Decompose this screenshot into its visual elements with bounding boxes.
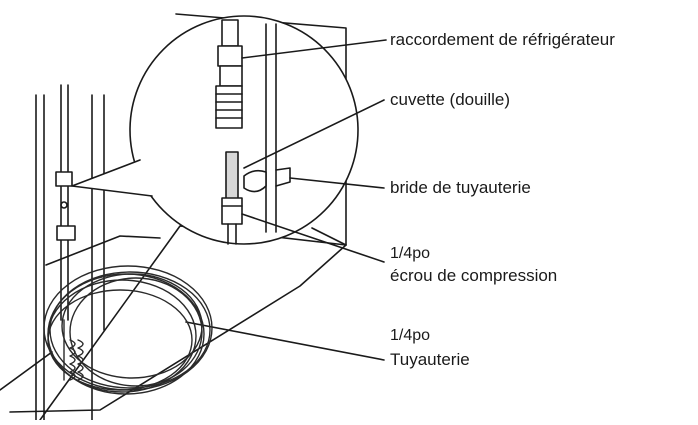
pipe-with-clamp: [243, 23, 291, 233]
label-ferrule: cuvette (douille): [390, 90, 511, 109]
label-tubing: Tuyauterie: [390, 350, 470, 369]
leader-lines: [185, 39, 387, 361]
refrigerator-connection: [215, 19, 243, 129]
label-nut-size: 1/4po: [390, 245, 431, 262]
label-compression-nut: écrou de compression: [390, 266, 558, 285]
ferrule-and-nut: [221, 151, 243, 245]
detail-callout: [71, 15, 359, 245]
water-line: [55, 84, 76, 321]
label-refrigerator-connection: raccordement de réfrigérateur: [390, 30, 615, 49]
label-tubing-size: 1/4po: [390, 327, 431, 344]
label-pipe-clamp: bride de tuyauterie: [390, 178, 531, 197]
coiled-tubing: [43, 265, 213, 395]
